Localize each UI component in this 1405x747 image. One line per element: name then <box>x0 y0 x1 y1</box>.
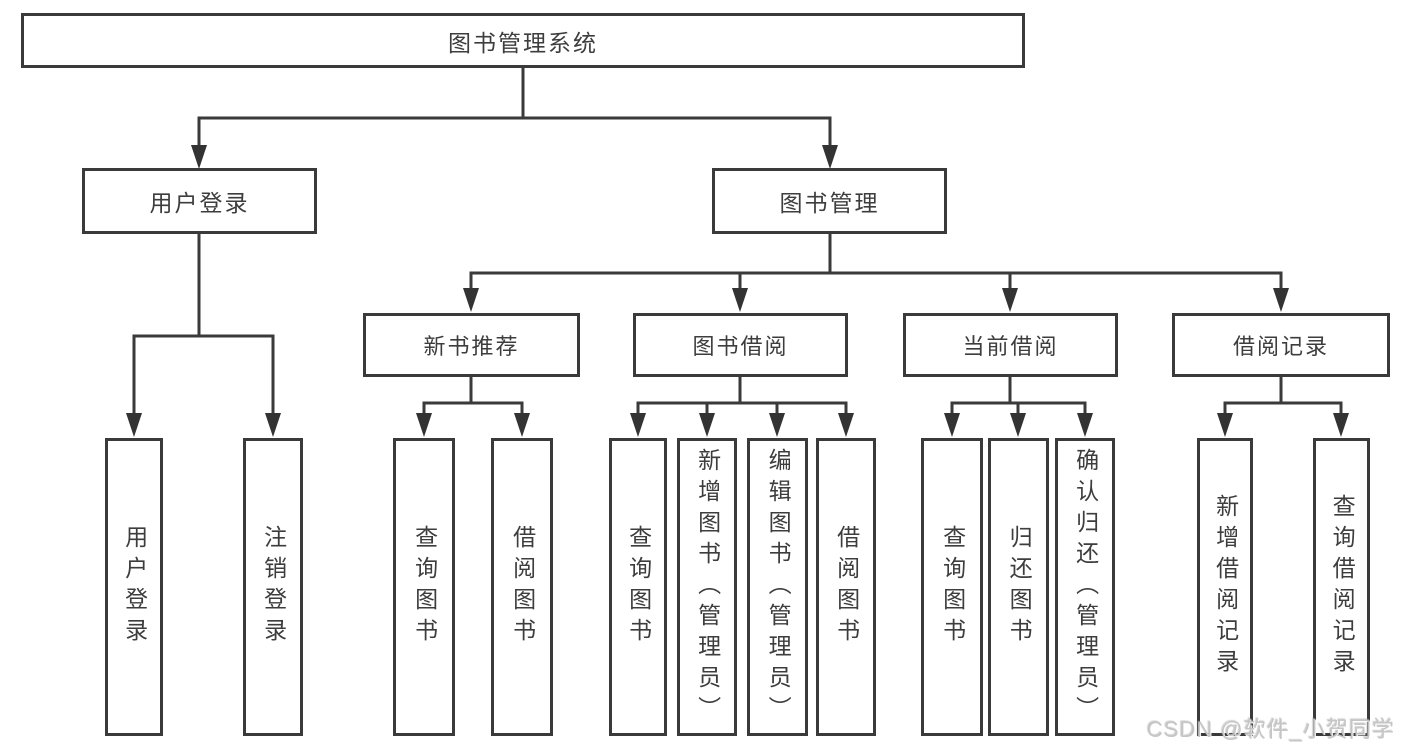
arrow-down-icon <box>1333 413 1349 437</box>
arrow-down-icon <box>1010 413 1026 437</box>
connector-user-login <box>132 234 275 418</box>
arrow-down-icon <box>944 413 960 437</box>
arrow-down-icon <box>769 413 785 437</box>
arrowheads <box>126 145 1349 437</box>
arrow-down-icon <box>1273 288 1289 312</box>
leaf-query-books-recommend: 查询图书 <box>393 438 455 736</box>
leaf-return-books: 归还图书 <box>988 438 1049 736</box>
node-book-management: 图书管理 <box>712 168 947 234</box>
arrow-down-icon <box>463 288 479 312</box>
leaf-query-books-current: 查询图书 <box>921 438 983 736</box>
leaf-add-borrow-record: 新增借阅记录 <box>1197 438 1253 736</box>
connector-root <box>197 66 832 150</box>
connector-book-borrow <box>636 377 848 418</box>
arrow-down-icon <box>126 413 142 437</box>
arrow-down-icon <box>1217 413 1233 437</box>
leaf-confirm-return-admin: 确认归还（管理员） <box>1055 438 1115 736</box>
leaf-edit-books-admin: 编辑图书（管理员） <box>747 438 808 736</box>
connector-new-book-recommend <box>422 377 524 418</box>
node-borrow-records: 借阅记录 <box>1172 313 1390 377</box>
arrow-down-icon <box>838 413 854 437</box>
node-new-book-recommend: 新书推荐 <box>363 313 580 377</box>
node-current-borrow: 当前借阅 <box>903 313 1118 377</box>
node-book-borrow: 图书借阅 <box>633 313 848 377</box>
arrow-down-icon <box>630 413 646 437</box>
arrow-down-icon <box>732 288 748 312</box>
node-user-login: 用户登录 <box>82 168 317 234</box>
arrow-down-icon <box>822 145 838 169</box>
leaf-query-borrow-record: 查询借阅记录 <box>1313 438 1370 736</box>
arrow-down-icon <box>416 413 432 437</box>
leaf-query-books-borrow: 查询图书 <box>609 438 667 736</box>
csdn-watermark: CSDN @软件_小贺同学 <box>1146 717 1395 742</box>
arrow-down-icon <box>265 413 281 437</box>
connector-borrow-records <box>1223 377 1343 418</box>
leaf-add-books-admin: 新增图书（管理员） <box>677 438 737 736</box>
leaf-logout-login: 注销登录 <box>243 438 303 736</box>
connector-book-management <box>469 234 1283 293</box>
node-root-library-system: 图书管理系统 <box>21 13 1025 68</box>
arrow-down-icon <box>191 145 207 169</box>
leaf-user-login: 用户登录 <box>105 438 163 736</box>
leaf-borrow-books-recommend: 借阅图书 <box>491 438 553 736</box>
arrow-down-icon <box>1077 413 1093 437</box>
arrow-down-icon <box>699 413 715 437</box>
leaf-borrow-books: 借阅图书 <box>816 438 876 736</box>
arrow-down-icon <box>1002 288 1018 312</box>
arrow-down-icon <box>514 413 530 437</box>
connector-current-borrow <box>950 377 1087 418</box>
